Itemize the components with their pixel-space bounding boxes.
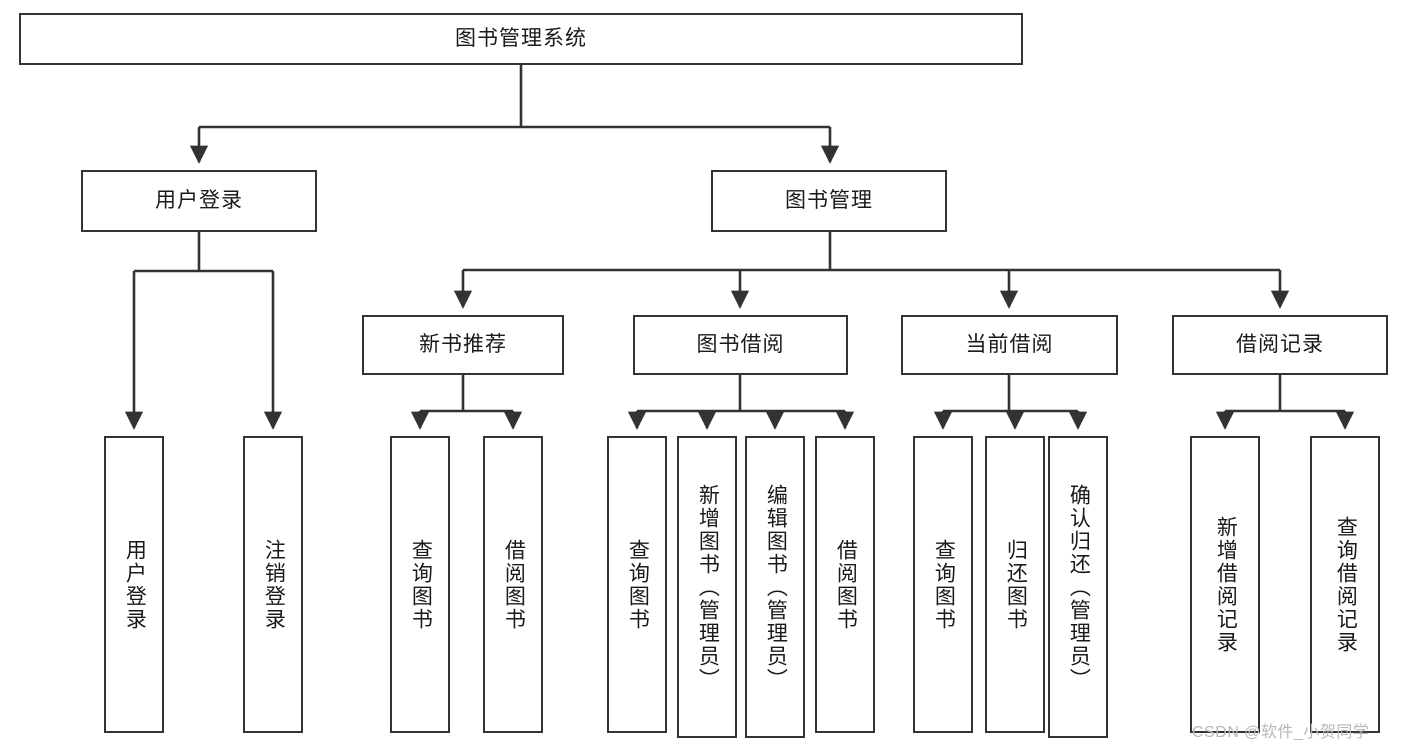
node-leaf-confirm-return-admin-label: 确认归还（管理员） bbox=[1067, 483, 1091, 691]
node-leaf-add-borrow-record[interactable]: 新增借阅记录 bbox=[1190, 436, 1260, 733]
node-leaf-query-book-rec[interactable]: 查询图书 bbox=[390, 436, 450, 733]
node-leaf-user-login-label: 用户登录 bbox=[123, 538, 147, 631]
node-leaf-query-book-borrow-label: 查询图书 bbox=[626, 538, 650, 631]
node-leaf-add-borrow-record-label: 新增借阅记录 bbox=[1214, 515, 1238, 654]
node-root[interactable]: 图书管理系统 bbox=[19, 13, 1023, 65]
node-new-book-rec[interactable]: 新书推荐 bbox=[362, 315, 564, 375]
node-leaf-edit-book-admin-label: 编辑图书（管理员） bbox=[764, 483, 788, 691]
node-root-label: 图书管理系统 bbox=[455, 27, 587, 51]
node-leaf-add-book-admin[interactable]: 新增图书（管理员） bbox=[677, 436, 737, 738]
node-borrow-record[interactable]: 借阅记录 bbox=[1172, 315, 1388, 375]
node-book-borrow-label: 图书借阅 bbox=[696, 333, 785, 357]
watermark: CSDN @软件_小贺同学 bbox=[1192, 724, 1370, 741]
node-leaf-query-book-current-label: 查询图书 bbox=[932, 538, 956, 631]
node-user-login-label: 用户登录 bbox=[155, 189, 243, 213]
node-leaf-borrow-book-rec-label: 借阅图书 bbox=[502, 538, 526, 631]
node-current-borrow-label: 当前借阅 bbox=[965, 333, 1054, 357]
node-leaf-user-login[interactable]: 用户登录 bbox=[104, 436, 164, 733]
node-leaf-return-book[interactable]: 归还图书 bbox=[985, 436, 1045, 733]
node-leaf-user-logout[interactable]: 注销登录 bbox=[243, 436, 303, 733]
node-leaf-query-book-borrow[interactable]: 查询图书 bbox=[607, 436, 667, 733]
node-leaf-query-borrow-record-label: 查询借阅记录 bbox=[1334, 515, 1358, 654]
node-leaf-confirm-return-admin[interactable]: 确认归还（管理员） bbox=[1048, 436, 1108, 738]
node-current-borrow[interactable]: 当前借阅 bbox=[901, 315, 1118, 375]
node-borrow-record-label: 借阅记录 bbox=[1236, 333, 1324, 357]
node-user-login[interactable]: 用户登录 bbox=[81, 170, 317, 232]
node-leaf-query-borrow-record[interactable]: 查询借阅记录 bbox=[1310, 436, 1380, 733]
node-book-manage[interactable]: 图书管理 bbox=[711, 170, 947, 232]
node-leaf-add-book-admin-label: 新增图书（管理员） bbox=[696, 483, 720, 691]
node-leaf-user-logout-label: 注销登录 bbox=[262, 538, 286, 631]
node-leaf-edit-book-admin[interactable]: 编辑图书（管理员） bbox=[745, 436, 805, 738]
node-leaf-borrow-book[interactable]: 借阅图书 bbox=[815, 436, 875, 733]
node-leaf-query-book-current[interactable]: 查询图书 bbox=[913, 436, 973, 733]
node-book-borrow[interactable]: 图书借阅 bbox=[633, 315, 848, 375]
node-leaf-borrow-book-rec[interactable]: 借阅图书 bbox=[483, 436, 543, 733]
node-book-manage-label: 图书管理 bbox=[785, 189, 873, 213]
node-new-book-rec-label: 新书推荐 bbox=[419, 333, 507, 357]
node-leaf-return-book-label: 归还图书 bbox=[1004, 538, 1028, 631]
node-leaf-borrow-book-label: 借阅图书 bbox=[834, 538, 858, 631]
node-leaf-query-book-rec-label: 查询图书 bbox=[409, 538, 433, 631]
